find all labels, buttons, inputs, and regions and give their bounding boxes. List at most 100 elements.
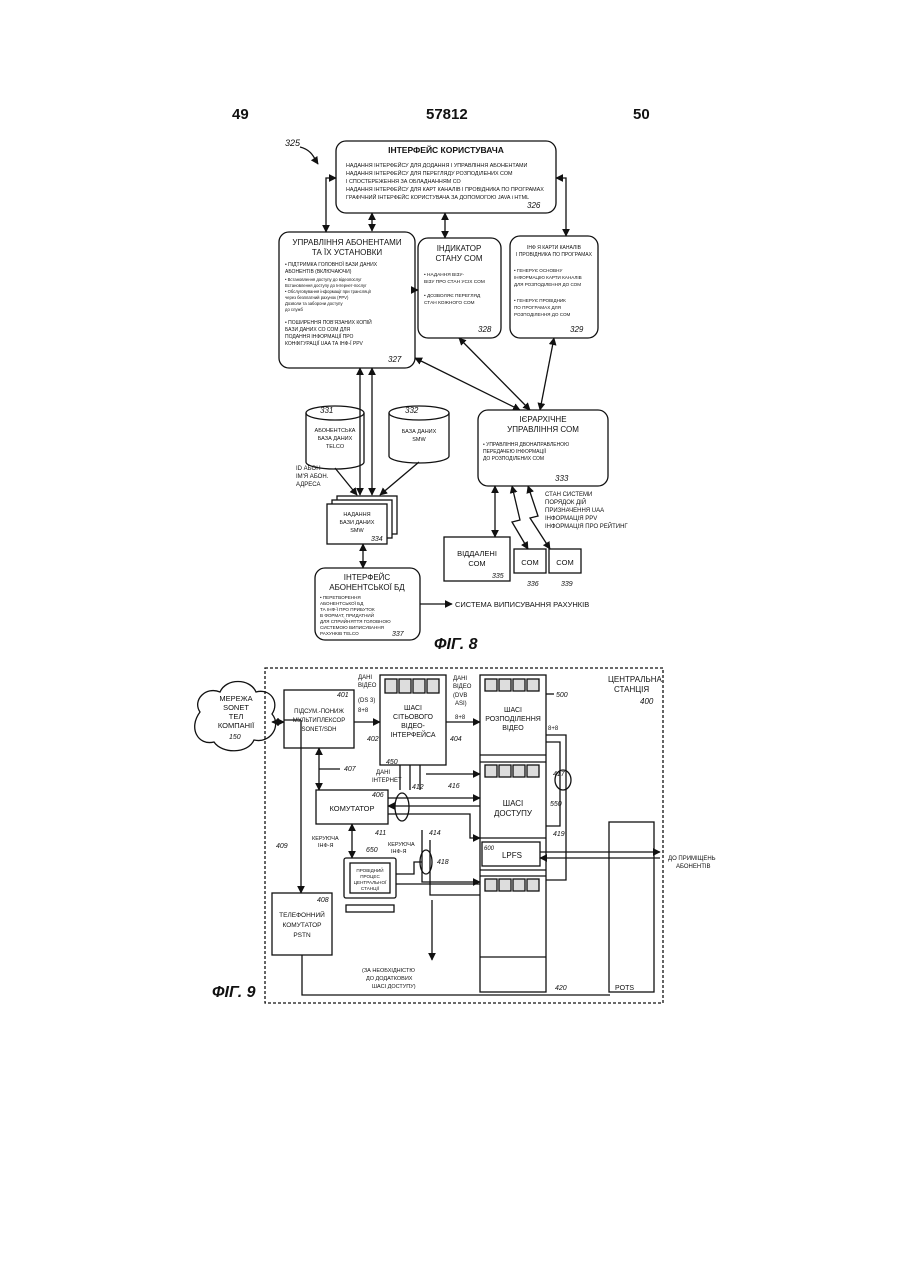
subs-bullet: • ПОШИРЕННЯ ПОВ'ЯЗАНИХ КОПІЙ xyxy=(285,318,372,326)
guide-line: РОЗПОДІЛЕННЯ ДО СОМ xyxy=(514,312,571,317)
ref-417: 417 xyxy=(553,771,566,778)
internet-label: ДАНІ xyxy=(376,770,390,776)
pots-panel xyxy=(609,822,654,992)
subs-bullet: • Встановлення доступу до відеопослуг xyxy=(285,277,362,282)
pots-label: POTS xyxy=(615,985,634,992)
id-note: АДРЕСА xyxy=(296,482,320,488)
subs-title: ТА ЇХ УСТАНОВКИ xyxy=(312,248,383,257)
ui-line: НАДАННЯ ІНТЕРФЕЙСУ ДЛЯ КАРТ КАНАЛІВ І ПР… xyxy=(346,185,544,193)
ref-325: 325 xyxy=(285,138,301,148)
chassis-video-line: ІНТЕРФЕЙСА xyxy=(390,730,435,739)
ref-339: 339 xyxy=(561,581,573,588)
hier-line: ПЕРЕДАЧЕЮ ІНФОРМАЦІЇ xyxy=(483,448,547,455)
ui-line: І СПОСТЕРЕЖЕННЯ ЗА ОБЛАДНАННЯМ СО xyxy=(346,179,461,185)
sdb-title: АБОНЕНТСЬКОЇ БД xyxy=(329,583,405,592)
db331-line: TELCO xyxy=(326,444,345,450)
ui-line: НАДАННЯ ІНТЕРФЕЙСУ ДЛЯ ДОДАННЯ І УПРАВЛІ… xyxy=(346,161,528,169)
pc-line: ЦЕНТРАЛЬНОЇ xyxy=(354,879,387,885)
keyboard-icon xyxy=(346,905,394,912)
status-indicator-box xyxy=(418,238,501,338)
status-note: ПРИЗНАЧЕННЯ UAA xyxy=(545,508,604,514)
eight-label: 8+8 xyxy=(548,726,559,732)
ref-419: 419 xyxy=(553,831,565,838)
ref-150: 150 xyxy=(229,734,241,741)
status-title: СТАНУ СОМ xyxy=(435,254,482,263)
chassis-video-line: СІТЬОВОГО xyxy=(393,714,433,721)
subs-bullet: Встановлення доступу до Інтернет-послуг xyxy=(285,283,367,288)
internet-label: ІНТЕРНЕТ xyxy=(372,778,402,784)
ref-412: 412 xyxy=(412,784,424,791)
sdb-line: ТА ІНФ-Ї ПРО ПРИБУТОК xyxy=(320,606,375,612)
chassis-video-line: ШАСІ xyxy=(404,705,422,712)
pc-line: ПРОЦЕС xyxy=(360,874,380,879)
pc-line: СТАНЦІЇ xyxy=(361,885,380,891)
ref-414: 414 xyxy=(429,830,441,837)
ui-title: ІНТЕРФЕЙС КОРИСТУВАЧА xyxy=(388,144,504,155)
subs-bullet: АБОНЕНТІВ (ВКЛЮЧАЮЧИ) xyxy=(285,269,352,275)
ref-334: 334 xyxy=(371,536,383,543)
hier-title: УПРАВЛІННЯ СОМ xyxy=(507,425,579,434)
ref-409: 409 xyxy=(276,843,288,850)
ref-400: 400 xyxy=(640,697,654,706)
cloud-line: SONET xyxy=(223,703,249,712)
ref-401: 401 xyxy=(337,692,349,699)
subs-bullet: через безплатний рахунок (PPV) xyxy=(285,295,349,300)
fig8-caption: ФІГ. 8 xyxy=(434,636,478,653)
status-line: СТАН КОЖНОГО СОМ xyxy=(424,300,475,306)
id-note: ID АБОН xyxy=(296,466,321,472)
id-note: ІМ'Я АБОН. xyxy=(296,474,329,480)
sdb-line: • ПЕРЕТВОРЕННЯ xyxy=(320,595,361,600)
chassis-dist-line: РОЗПОДІЛЕННЯ xyxy=(485,716,541,723)
ref-500: 500 xyxy=(556,692,568,699)
database-331 xyxy=(306,406,364,420)
ref-329: 329 xyxy=(570,325,584,334)
subs-bullet: БАЗИ ДАНИХ СО СОМ ДЛЯ xyxy=(285,327,350,333)
status-note: СТАН СИСТЕМИ xyxy=(545,492,592,498)
subs-title: УПРАВЛІННЯ АБОНЕНТАМИ xyxy=(292,238,401,247)
guide-line: • ГЕНЕРУЄ ПРОВІДНИК xyxy=(514,298,566,303)
access-line: ДОСТУПУ xyxy=(494,809,533,818)
pstn-line: PSTN xyxy=(293,932,311,939)
ui-line: ГРАФІЧНИЙ ІНТЕРФЕЙС КОРИСТУВАЧА ЗА ДОПОМ… xyxy=(346,193,529,201)
pstn-line: ТЕЛЕФОННИЙ xyxy=(279,910,325,919)
ref-406: 406 xyxy=(372,792,384,799)
remote-line: ВІДДАЛЕНІ xyxy=(457,549,497,558)
ref-402: 402 xyxy=(367,736,379,743)
ref-450: 450 xyxy=(386,759,398,766)
ref-331: 331 xyxy=(320,406,333,415)
more-chassis-note: (ЗА НЕОБХІДНІСТЮ xyxy=(362,968,415,974)
hier-title: ІЄРАРХІЧНЕ xyxy=(519,415,566,424)
to-premises-label: АБОНЕНТІВ xyxy=(676,864,711,870)
dvb-label: ДАНІ xyxy=(453,676,467,682)
ref-416: 416 xyxy=(448,783,460,790)
guide-line: ДЛЯ РОЗПОДІЛЕННЯ ДО СОМ xyxy=(514,282,581,287)
ref-407: 407 xyxy=(344,766,357,773)
ref-336: 336 xyxy=(527,581,539,588)
cloud-line: КОМПАНІЇ xyxy=(218,721,255,730)
dvb-label: ВІДЕО xyxy=(453,684,472,690)
database-332 xyxy=(389,406,449,420)
pc-line: ПРОВІДНИЙ xyxy=(356,866,383,873)
status-title: ІНДИКАТОР xyxy=(437,244,482,253)
billing-system-label: СИСТЕМА ВИПИСУВАННЯ РАХУНКІВ xyxy=(455,600,589,609)
ref-418: 418 xyxy=(437,859,449,866)
smw-line: SMW xyxy=(350,528,364,534)
subs-bullet: Дозволи та заборони доступу xyxy=(285,301,343,306)
ref-335: 335 xyxy=(492,573,504,580)
mux-line: ПІДСУМ.-ПОНИЖ xyxy=(294,709,344,715)
video-data-label: (DS 3) xyxy=(358,698,375,704)
sdb-line: ДЛЯ СПРИЙНЯТТЯ ГОЛОВНОЮ xyxy=(320,617,391,624)
status-line: • НАДАННЯ ВІЗУ- xyxy=(424,272,464,278)
dvb-label: (DVB xyxy=(453,693,467,699)
control-info-label: ІНФ-Я xyxy=(318,843,334,849)
ref-332: 332 xyxy=(405,406,419,415)
more-chassis-note: ШАСІ ДОСТУПУ) xyxy=(372,984,416,990)
chassis-dist-line: ШАСІ xyxy=(504,707,522,714)
ref-408: 408 xyxy=(317,897,329,904)
sdb-line: В ФОРМАТ, ПРИДАТНИЙ xyxy=(320,611,374,618)
ref-328: 328 xyxy=(478,325,492,334)
lpfs-label: LPFS xyxy=(502,851,522,860)
sdb-title: ІНТЕРФЕЙС xyxy=(344,573,391,582)
video-data-label: ВІДЕО xyxy=(358,683,377,689)
